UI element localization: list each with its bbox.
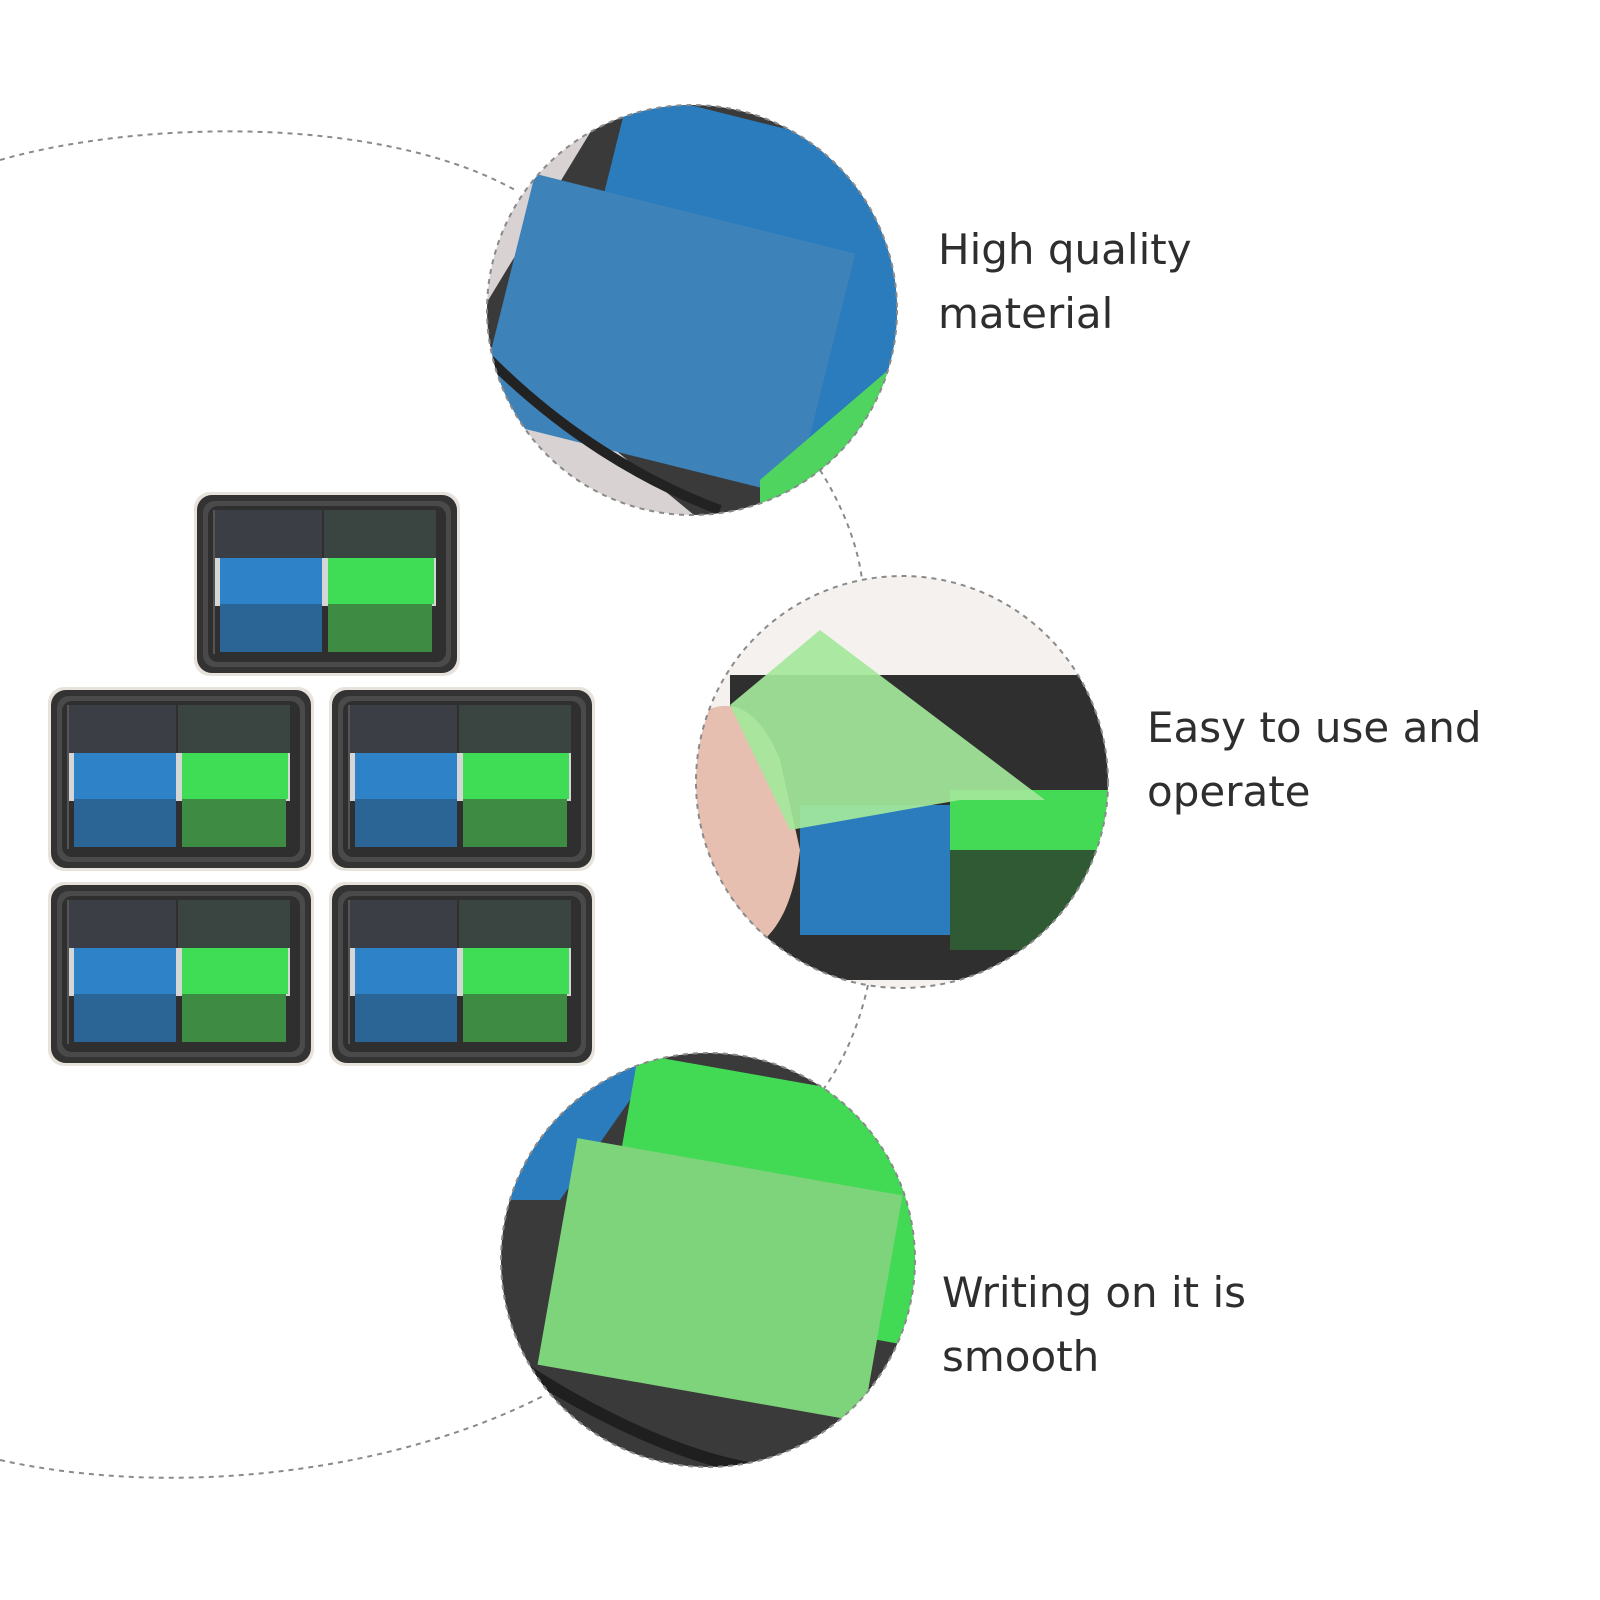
feature-label-material: High quality material — [938, 225, 1192, 338]
dispenser — [328, 686, 596, 872]
detail-circle-material — [486, 104, 898, 516]
dispenser — [47, 881, 315, 1067]
dispenser — [193, 491, 461, 677]
dispenser — [47, 686, 315, 872]
feature-label-writing: Writing on it is smooth — [942, 1268, 1247, 1381]
dispenser — [328, 881, 596, 1067]
feature-label-ease: Easy to use and operate — [1147, 703, 1482, 816]
detail-circle-writing — [500, 1052, 916, 1468]
detail-circle-peel — [695, 575, 1109, 989]
dispenser-group — [47, 491, 596, 1067]
